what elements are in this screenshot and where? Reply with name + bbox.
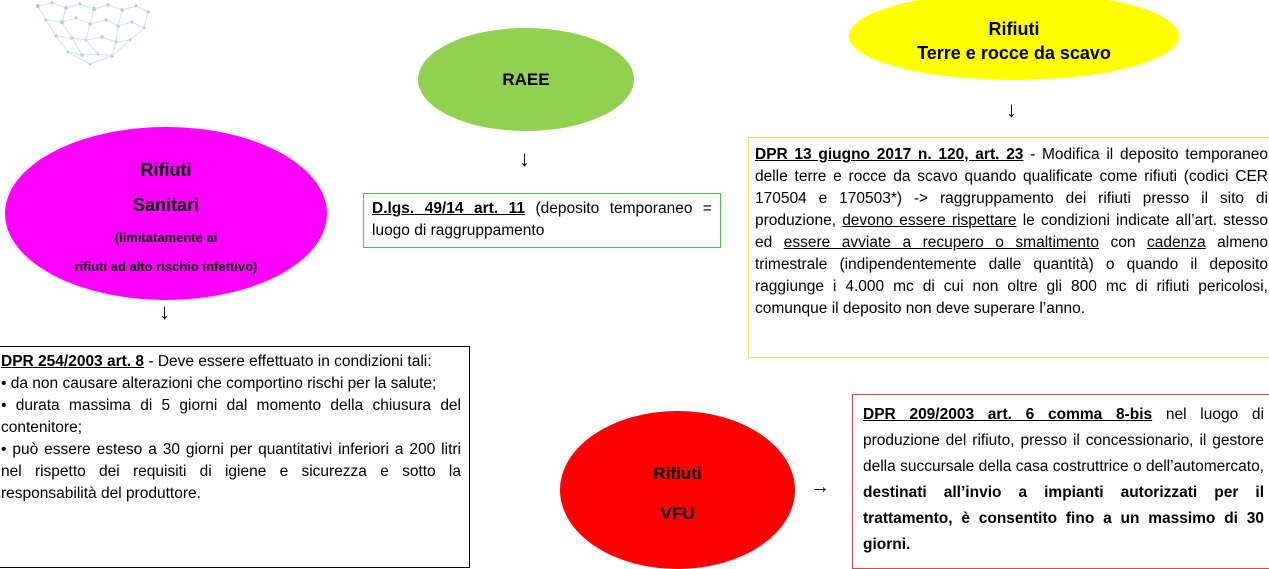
node-terre-rocce: Rifiuti Terre e rocce da scavo	[849, 0, 1179, 80]
sanitari-bullet3: • può essere esteso a 30 giorni per quan…	[1, 441, 461, 502]
sanitari-line3: (limitatamente ai	[114, 229, 218, 245]
box-dlgs-49-14: D.lgs. 49/14 art. 11 (deposito temporane…	[363, 193, 721, 248]
terre-t4: almeno trimestrale (indipendentemente da…	[755, 234, 1268, 317]
raee-label: RAEE	[502, 69, 550, 89]
raee-text: (deposito temporaneo = luogo di raggrupp…	[372, 200, 712, 239]
sanitari-line4: rifiuti ad alto rischio infettivo)	[74, 258, 258, 274]
sanitari-bullet2: • durata massima di 5 giorni dal momento…	[1, 397, 461, 436]
sanitari-intro: - Deve essere effettuato in condizioni t…	[144, 353, 432, 370]
arrow-down-terre: ↓	[1006, 97, 1017, 122]
raee-ref: D.lgs. 49/14 art. 11	[372, 200, 525, 217]
terre-u2: essere avviate a recupero o smaltimento	[783, 234, 1099, 251]
node-rifiuti-vfu: Rifiuti VFU	[560, 411, 795, 569]
terre-t1: - Modifica il deposito temporaneo delle …	[755, 146, 1268, 229]
node-rifiuti-sanitari: Rifiuti Sanitari (limitatamente ai rifiu…	[5, 127, 327, 300]
arrow-right-vfu: →	[810, 476, 830, 498]
box-dpr-120-2017: DPR 13 giugno 2017 n. 120, art. 23 - Mod…	[748, 137, 1269, 358]
sanitari-line2: Sanitari	[132, 194, 200, 215]
terre-t2: le condizioni indicate all’art. stesso e…	[755, 212, 1268, 251]
sanitari-bullet1: • da non causare alterazioni che comport…	[1, 375, 437, 392]
vfu-line1: Rifiuti	[653, 464, 702, 483]
node-raee: RAEE	[418, 28, 634, 131]
box-dpr-209-2003: DPR 209/2003 art. 6 comma 8-bis nel luog…	[852, 394, 1269, 569]
terre-u3: cadenza	[1147, 234, 1206, 251]
terre-u1: devono essere rispettare	[842, 212, 1017, 229]
vfu-t1: nel luogo di produzione del rifiuto, pre…	[863, 406, 1265, 475]
vfu-bold: destinati all’invio a impianti autorizza…	[863, 484, 1264, 553]
terre-line2: Terre e rocce da scavo	[917, 42, 1111, 63]
globe-logo	[36, 1, 150, 66]
vfu-ref: DPR 209/2003 art. 6 comma 8-bis	[863, 406, 1153, 423]
box-dpr-254-2003: DPR 254/2003 art. 8 - Deve essere effett…	[0, 346, 470, 568]
sanitari-ref: DPR 254/2003 art. 8	[1, 353, 145, 370]
arrow-down-sanitari: ↓	[159, 299, 170, 324]
sanitari-line1: Rifiuti	[140, 159, 192, 180]
terre-line1: Rifiuti	[988, 18, 1040, 39]
arrow-down-raee: ↓	[519, 146, 530, 171]
terre-ref: DPR 13 giugno 2017 n. 120, art. 23	[755, 146, 1024, 163]
terre-t3: con	[1098, 234, 1148, 251]
vfu-line2: VFU	[660, 504, 695, 523]
